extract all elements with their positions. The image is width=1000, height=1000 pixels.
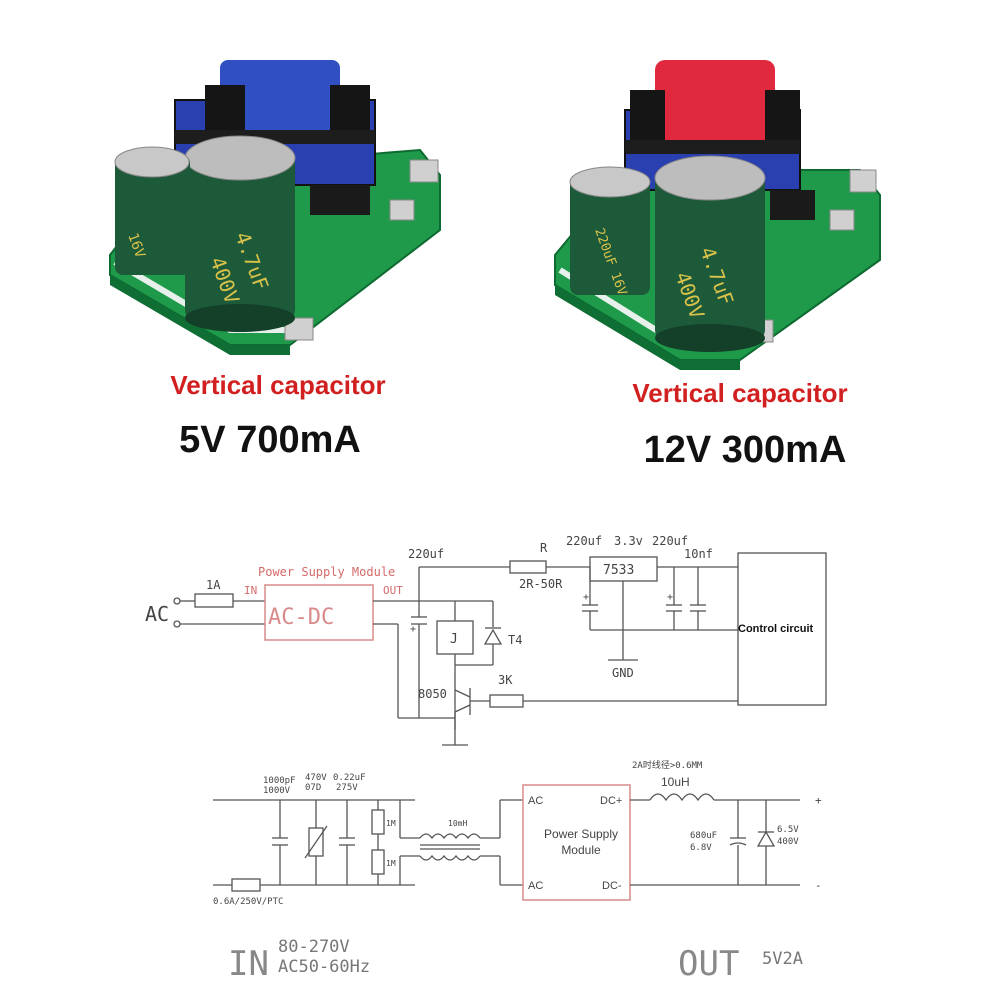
module-text: AC-DC: [268, 605, 334, 630]
relay-label: J: [450, 632, 458, 647]
caption-5v: Vertical capacitor: [170, 370, 385, 400]
product-module-12v: 4.7uF 400V 220uF 16V: [554, 60, 881, 370]
out-cap-voltage: 6.8V: [690, 843, 712, 853]
circuit-top-labels: AC 1A Power Supply Module IN OUT AC-DC 2…: [145, 534, 814, 701]
out-value: 5V2A: [762, 949, 803, 969]
cap-x-label: 1000pF: [263, 776, 296, 786]
module-ac1: AC: [528, 795, 543, 807]
out-minus: -: [815, 879, 822, 892]
tvs-label: 6.5V: [777, 825, 799, 835]
base-res-label: 3K: [498, 673, 513, 687]
module-in: IN: [244, 584, 257, 597]
circuit-top: [173, 552, 827, 746]
cap4-label: 10nf: [684, 547, 713, 561]
tvs-voltage: 400V: [777, 837, 799, 847]
r2-label: 1M: [386, 859, 396, 868]
diode-label: T4: [508, 633, 522, 647]
out-plus: +: [815, 794, 822, 807]
fuse-label: 1A: [206, 578, 221, 592]
circuit-bottom-labels: 1000pF 1000V 470V 07D 0.22uF 275V 1M 1M …: [213, 759, 822, 984]
coil-5v: [220, 60, 340, 130]
cap3-label: 220uf: [652, 534, 688, 548]
control-circuit-label: Control circuit: [738, 623, 814, 635]
inductor-label: 10uH: [661, 775, 690, 789]
cap2-label: 220uf: [566, 534, 602, 548]
in-label: IN: [228, 944, 269, 984]
r-value: 2R-50R: [519, 577, 563, 591]
circuit-bottom: [213, 784, 800, 901]
regulator-label: 7533: [603, 563, 634, 578]
spec-5v: 5V 700mA: [179, 419, 361, 461]
module-ac2: AC: [528, 880, 543, 892]
module-line2: Module: [561, 843, 601, 857]
ac-label: AC: [145, 602, 169, 626]
product-module-5v: 4.7uF 400V 16V: [109, 60, 441, 355]
transistor-label: 8050: [418, 687, 447, 701]
cap1-label: 220uf: [408, 547, 444, 561]
reg-voltage: 3.3v: [614, 534, 643, 548]
r1-label: 1M: [386, 819, 396, 828]
wire-note: 2A时线径>0.6MM: [632, 759, 703, 771]
out-cap-label: 680uF: [690, 831, 717, 841]
module-dc-minus: DC-: [602, 880, 622, 892]
cap3-plus: +: [667, 592, 673, 603]
cap-y-label: 0.22uF: [333, 773, 366, 783]
cap1-plus: +: [410, 624, 416, 635]
r-label: R: [540, 541, 548, 555]
coil-12v: [655, 60, 775, 150]
out-label: OUT: [678, 944, 739, 984]
module-line1: Power Supply: [544, 827, 618, 841]
cap-y-voltage: 275V: [336, 783, 358, 793]
gnd-label: GND: [612, 666, 634, 680]
choke-label: 10mH: [448, 819, 467, 828]
ptc-label: 0.6A/250V/PTC: [213, 897, 283, 907]
caption-12v: Vertical capacitor: [632, 378, 847, 408]
varistor-label: 470V: [305, 773, 327, 783]
in-range: 80-270V: [278, 937, 350, 957]
module-out: OUT: [383, 584, 403, 597]
in-frequency: AC50-60Hz: [278, 957, 370, 977]
cap-x-voltage: 1000V: [263, 786, 291, 796]
module-title: Power Supply Module: [258, 565, 395, 579]
module-dc-plus: DC+: [600, 795, 622, 807]
spec-12v: 12V 300mA: [644, 429, 847, 471]
cap2-plus: +: [583, 592, 589, 603]
varistor-code: 07D: [305, 783, 321, 793]
